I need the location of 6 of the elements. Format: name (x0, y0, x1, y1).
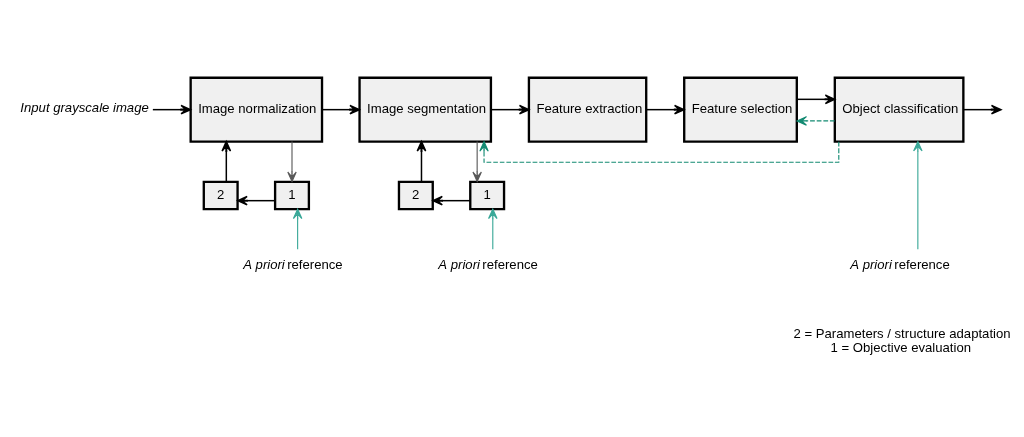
node-text: A priori reference (242, 256, 343, 272)
label: 2 = Parameters / structure adaptation (793, 325, 1011, 341)
node-text: A priori reference (849, 256, 950, 272)
label: 1 = Objective evaluation (830, 339, 971, 355)
node-text: Input grayscale image (19, 100, 149, 116)
node-text: A priori reference (437, 256, 538, 272)
